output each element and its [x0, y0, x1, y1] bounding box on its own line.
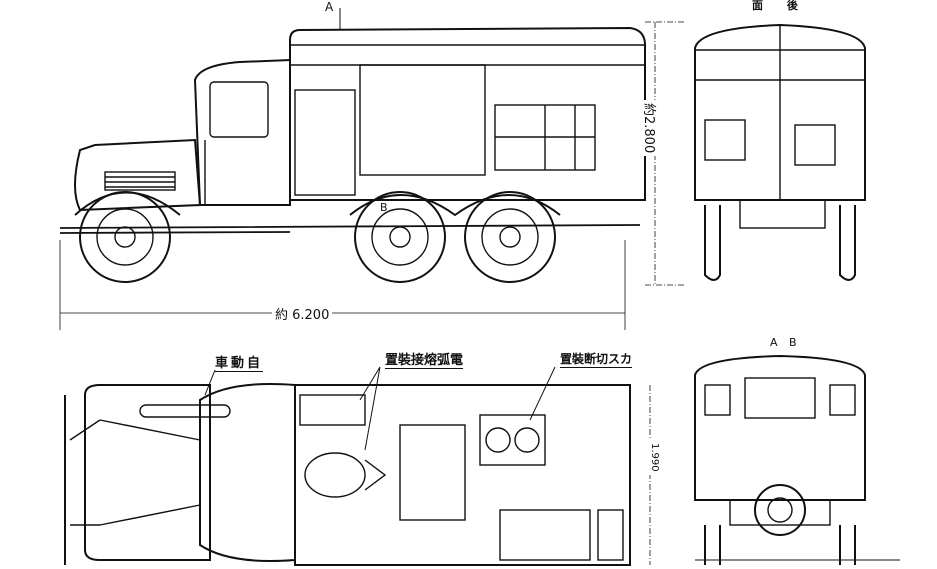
- end-view-top-caption: 面 後: [752, 0, 808, 12]
- cab: [193, 58, 291, 206]
- spare-wheel: [754, 484, 806, 536]
- rear-window: [744, 377, 816, 419]
- rear-lamp-left: [704, 384, 731, 416]
- arc-welder-unit: [304, 452, 387, 498]
- grille-slats: [105, 176, 175, 188]
- plan-view: [64, 383, 651, 566]
- plan-steering-linkage: [69, 419, 201, 526]
- plan-rear-cabinet: [499, 509, 591, 561]
- drawer-dividers: [495, 105, 595, 170]
- front-fender: [74, 191, 181, 216]
- engine-hood: [74, 138, 202, 212]
- plan-cab: [199, 383, 296, 562]
- rear-lamp-right: [829, 384, 856, 416]
- cab-window: [209, 81, 269, 138]
- callout-vehicle: 車動自: [215, 352, 264, 372]
- section-a-label: A: [325, 0, 334, 14]
- radiator-grille: [104, 171, 176, 191]
- height-dimension-line: [645, 21, 685, 286]
- body-window: [359, 64, 486, 176]
- end-equipment-left: [704, 119, 746, 161]
- gas-cylinders: [479, 414, 546, 466]
- length-dimension-line: [59, 240, 626, 330]
- end-body-lines: [695, 25, 865, 200]
- callout-gas-cutter: 置裝断切スカ: [560, 352, 633, 368]
- rear-wheel-2: [464, 191, 556, 283]
- section-b-label: B: [380, 201, 388, 214]
- plan-exhaust: [139, 404, 231, 418]
- plan-cabinet: [299, 394, 366, 426]
- length-dimension: 約 6.200: [272, 304, 333, 323]
- plan-hood: [84, 384, 211, 561]
- callout-leaders: [204, 366, 556, 451]
- plan-rear-drawers: [597, 509, 624, 561]
- plan-body: [294, 384, 631, 566]
- roof-rails: [290, 44, 645, 66]
- body-door: [294, 89, 356, 196]
- rear-body-outline: [694, 354, 866, 501]
- end-body-outline: [694, 23, 866, 201]
- side-view: [59, 8, 685, 330]
- callout-arc-welder: 置裝接熔弧電: [385, 349, 464, 369]
- workshop-body: [289, 26, 646, 201]
- rear-wheel-1: [354, 191, 446, 283]
- rear-wheels: [704, 525, 856, 565]
- end-view-bottom: [694, 354, 900, 565]
- width-dimension: 1.990: [649, 440, 660, 475]
- end-view-top: [694, 23, 866, 281]
- end-view-bottom-caption: A B: [770, 336, 801, 349]
- chassis-frame: [59, 224, 641, 234]
- plan-workbench: [399, 424, 466, 521]
- end-equipment-right: [794, 124, 836, 166]
- rear-bumper: [729, 499, 831, 526]
- end-wheels: [704, 205, 856, 281]
- height-dimension: 約2.800: [641, 100, 660, 157]
- front-wheel: [79, 191, 171, 283]
- end-bumper: [739, 199, 826, 229]
- rear-fenders: [349, 194, 561, 217]
